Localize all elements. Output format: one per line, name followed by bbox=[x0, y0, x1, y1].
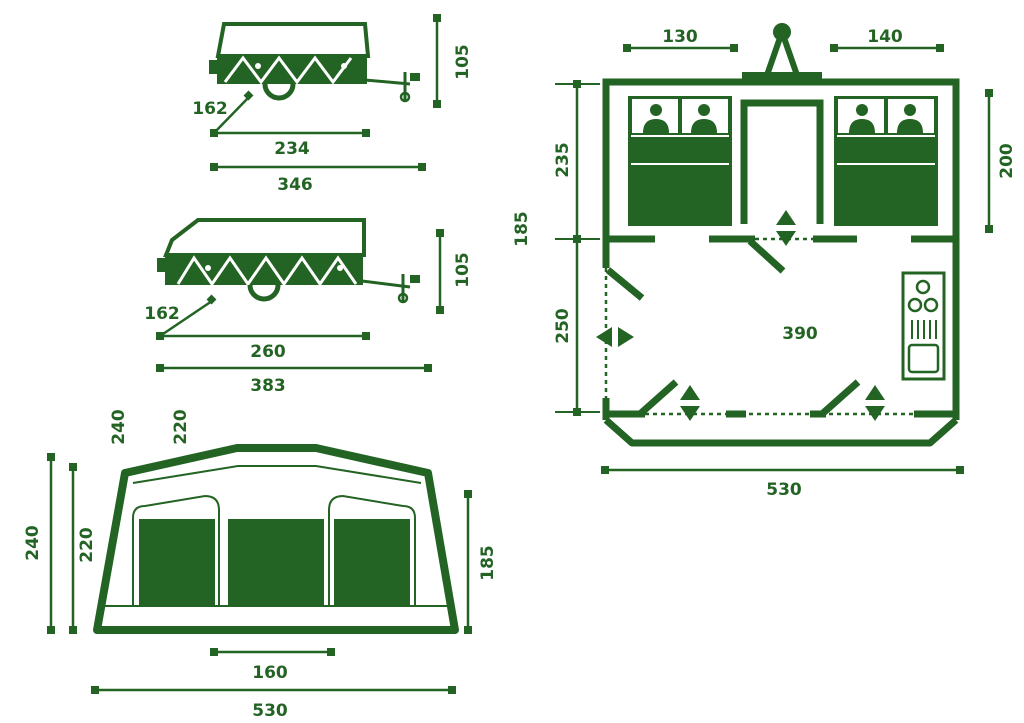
floor-plan-bedroom-left-width-label: 130 bbox=[662, 27, 698, 47]
tent-front-width-label: 530 bbox=[252, 701, 288, 721]
floor-plan-total-width-label: 530 bbox=[766, 480, 802, 500]
floor-plan-bedroom-right-width-dim: 140 bbox=[830, 27, 944, 52]
kitchen-unit bbox=[901, 271, 946, 381]
trailer-top-body-length-label: 234 bbox=[274, 139, 310, 159]
tent-front-outer-height-dim: 240 bbox=[23, 453, 55, 634]
trailer-bottom-drawbar-dim: 162 bbox=[144, 294, 217, 338]
floor-plan-right-height-dim: 200 bbox=[985, 89, 1017, 233]
trailer-bottom-total-length-dim: 383 bbox=[156, 364, 432, 396]
floor-plan-living-width-label: 390 bbox=[782, 324, 818, 344]
floor-plan-bedroom-block bbox=[602, 78, 960, 243]
tent-front-top-label-inner: 220 bbox=[171, 409, 191, 445]
trailer-top-height-label: 105 bbox=[453, 44, 473, 80]
tent-front-view: 240 220 185 240 220 160 530 bbox=[23, 409, 498, 721]
tent-front-top-label-outer: 240 bbox=[109, 409, 129, 445]
tent-front-structure bbox=[93, 444, 459, 634]
trailer-top-height-dim: 105 bbox=[433, 14, 473, 108]
floor-plan-bedroom-right-width-label: 140 bbox=[867, 27, 903, 47]
trailer-bottom-height-label: 105 bbox=[453, 252, 473, 288]
floor-plan-bedroom-depth-label: 235 bbox=[553, 142, 573, 178]
floor-plan-left-depth-dim: 235 250 185 bbox=[512, 80, 600, 416]
trailer-top-body bbox=[209, 22, 420, 103]
tent-front-side-height-label: 185 bbox=[478, 545, 498, 581]
trailer-bottom-height-dim: 105 bbox=[436, 229, 473, 314]
trailer-bottom: 105 162 260 383 bbox=[144, 218, 473, 396]
tent-front-inner-height-label: 220 bbox=[77, 527, 97, 563]
trailer-top-drawbar-label: 162 bbox=[192, 99, 228, 119]
bedroom-left bbox=[628, 96, 732, 226]
tent-front-door-width-label: 160 bbox=[252, 663, 288, 683]
floor-plan-hitch bbox=[742, 23, 822, 84]
trailer-bottom-drawbar-label: 162 bbox=[144, 304, 180, 324]
floor-plan-living-depth-label: 250 bbox=[553, 308, 573, 344]
trailer-bottom-body-length-label: 260 bbox=[250, 342, 286, 362]
trailer-top-total-length-label: 346 bbox=[277, 175, 313, 195]
floor-plan: 390 130 140 235 250 185 bbox=[512, 23, 1017, 500]
tent-front-side-height-dim: 185 bbox=[464, 490, 498, 634]
trailer-bottom-body-length-dim: 260 bbox=[156, 332, 370, 362]
trailer-top-body-length-dim: 234 bbox=[210, 129, 370, 159]
tent-front-width-dim: 530 bbox=[91, 686, 456, 721]
trailer-bottom-total-length-label: 383 bbox=[250, 376, 286, 396]
floor-plan-bedroom-height-label: 200 bbox=[997, 143, 1017, 179]
trailer-top: 105 162 234 346 bbox=[192, 14, 473, 195]
floor-plan-total-width-dim: 530 bbox=[601, 466, 964, 500]
tent-front-inner-height-dim: 220 bbox=[69, 463, 97, 634]
floor-plan-side-height-label: 185 bbox=[512, 211, 532, 247]
trailer-bottom-body bbox=[157, 218, 420, 304]
floor-plan-bedroom-left-width-dim: 130 bbox=[623, 27, 738, 52]
bedroom-right bbox=[834, 96, 938, 226]
floor-plan-living-area bbox=[596, 210, 960, 447]
tent-front-door-width-dim: 160 bbox=[210, 648, 335, 683]
trailer-top-total-length-dim: 346 bbox=[210, 163, 426, 195]
tent-front-outer-height-label: 240 bbox=[23, 525, 43, 561]
trailer-top-drawbar-dim: 162 bbox=[192, 90, 254, 134]
